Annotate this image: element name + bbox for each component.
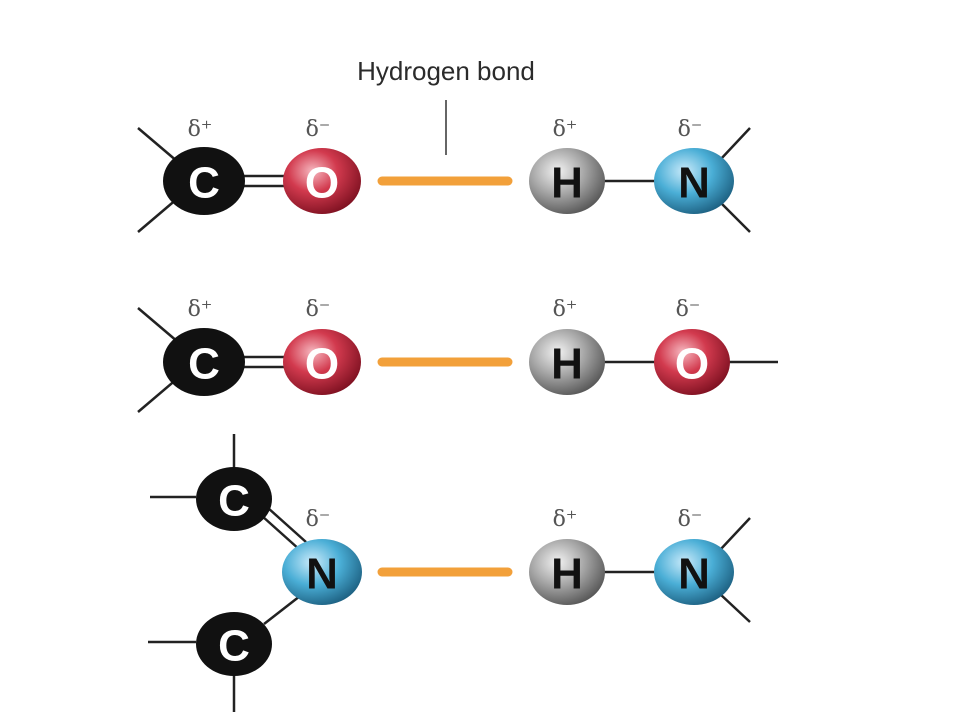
atom-symbol: C [218,622,250,671]
carbon-atom [196,612,272,676]
partial-charge-label: δ⁻ [306,117,331,142]
bond-line [137,197,179,233]
nitrogen-atom [282,539,362,605]
partial-charge-label: δ⁻ [678,117,703,142]
partial-charge-label: δ⁺ [553,297,578,322]
nitrogen-atom [654,539,734,605]
atom-symbol: O [675,340,709,389]
double-bond-line [267,507,307,543]
bond-line [263,595,301,625]
atom-symbol: C [218,477,250,526]
bond-line [719,201,751,233]
oxygen-atom [654,329,730,395]
row-2: C O H O δ⁺ δ⁻ δ⁺ δ⁻ [137,297,778,413]
oxygen-atom [283,148,361,214]
atom-symbol: H [551,159,583,208]
atom-symbol: N [678,550,710,599]
partial-charge-label: δ⁺ [188,117,213,142]
partial-charge-label: δ⁻ [678,507,703,532]
atom-symbol: C [188,340,220,389]
bond-line [137,307,179,343]
partial-charge-label: δ⁻ [676,297,701,322]
atom-symbol: N [306,550,338,599]
atom-symbol: O [305,340,339,389]
atom-symbol: N [678,159,710,208]
nitrogen-atom [654,148,734,214]
atom-symbol: H [551,550,583,599]
partial-charge-label: δ⁺ [188,297,213,322]
partial-charge-label: δ⁻ [306,507,331,532]
bond-line [719,517,751,551]
hydrogen-atom [529,539,605,605]
atom-symbol: H [551,340,583,389]
carbon-atom [163,147,245,215]
partial-charge-label: δ⁻ [306,297,331,322]
bond-line [137,127,179,163]
bond-line [719,127,751,161]
carbon-atom [163,328,245,396]
hydrogen-atom [529,148,605,214]
atom-symbol: O [305,159,339,208]
bond-line [137,377,179,413]
partial-charge-label: δ⁺ [553,507,578,532]
carbon-atom [196,467,272,531]
row-1: C O H N δ⁺ δ⁻ δ⁺ δ⁻ [137,117,751,233]
title-label: Hydrogen bond [357,56,535,86]
bond-line [719,593,751,623]
hydrogen-atom [529,329,605,395]
row-3: C C N H N δ⁻ δ⁺ δ⁻ [148,434,751,712]
partial-charge-label: δ⁺ [553,117,578,142]
double-bond-line [261,515,301,551]
oxygen-atom [283,329,361,395]
atom-symbol: C [188,159,220,208]
